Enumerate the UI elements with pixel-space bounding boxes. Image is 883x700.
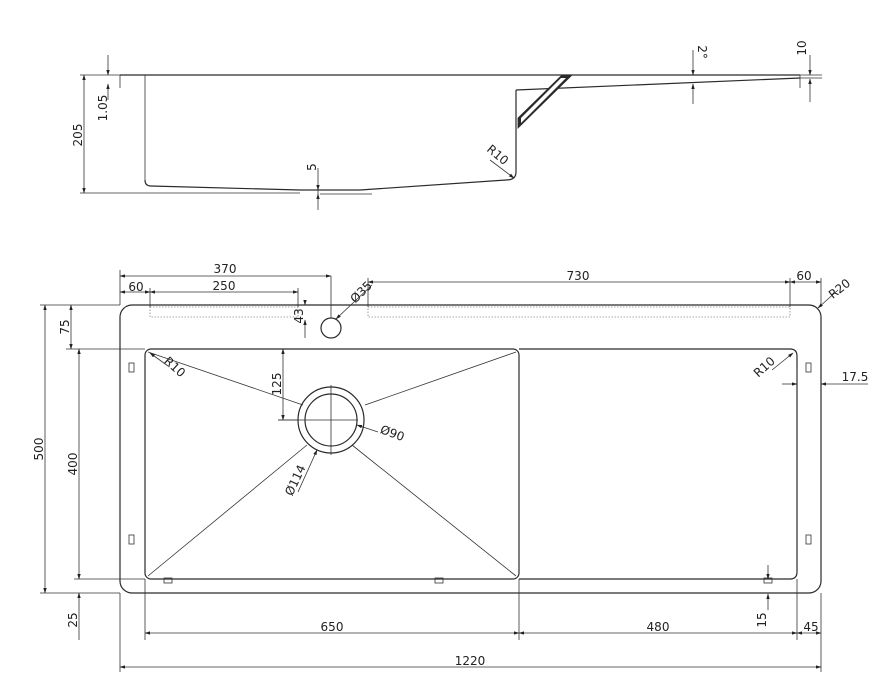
overall-width-label: 500 — [32, 438, 46, 461]
side-radius-label: R10 — [484, 142, 511, 168]
right-edge-label: 17.5 — [842, 370, 869, 384]
right-rim-label: 45 — [803, 620, 818, 634]
sink-bowl — [144, 348, 520, 580]
drain-outer-label: Ø114 — [282, 463, 308, 498]
bowl-height-label: 400 — [66, 453, 80, 476]
drain-inner-label: Ø90 — [378, 422, 406, 444]
side-view: 205 1.05 5 R10 2° 10 — [71, 40, 822, 210]
tap-hole — [320, 317, 342, 339]
overall-length-label: 1220 — [455, 654, 486, 668]
outer-radius-label: R20 — [826, 276, 853, 302]
drainboard-width-label: 480 — [647, 620, 670, 634]
left-offset-label: 60 — [128, 280, 143, 294]
right-offset-label: 60 — [796, 269, 811, 283]
bottom-step-label: 15 — [755, 612, 769, 627]
right-rim-label: 730 — [567, 269, 590, 283]
bottom-margin-label: 25 — [66, 612, 80, 627]
tap-hole-label: Ø35 — [347, 278, 374, 305]
side-drainboard-edge-label: 10 — [795, 40, 809, 55]
left-rim-label: 250 — [213, 279, 236, 293]
top-margin-label: 75 — [58, 319, 72, 334]
bowl-width-label: 650 — [321, 620, 344, 634]
tap-depth-label: 43 — [292, 308, 306, 323]
sink-outline — [119, 304, 822, 594]
side-height-label: 205 — [71, 124, 85, 147]
side-bottom-step-label: 5 — [305, 163, 319, 171]
side-flange-label: 1.05 — [96, 95, 110, 122]
drain-offset-label: 125 — [270, 373, 284, 396]
side-slope-label: 2° — [695, 45, 709, 59]
tap-position-label: 370 — [214, 262, 237, 276]
plan-view: 370 60 250 730 60 R20 Ø35 43 500 75 400 … — [32, 262, 868, 672]
bowl-radius-right-label: R10 — [751, 354, 778, 380]
